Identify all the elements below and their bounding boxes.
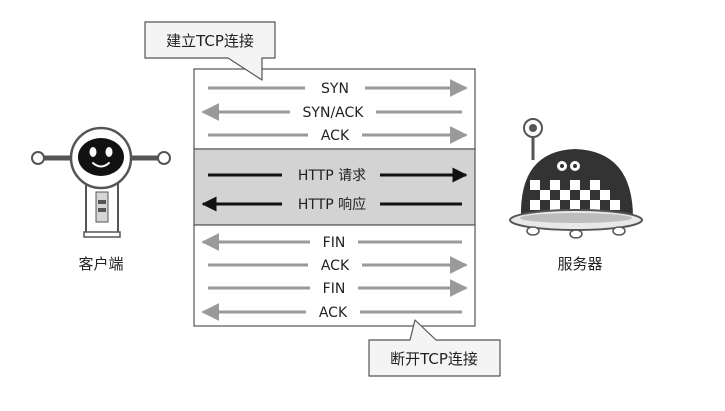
client-label: 客户端: [78, 255, 123, 273]
establish-callout: 建立TCP连接: [144, 21, 276, 81]
arrow-synack: SYN/ACK: [201, 103, 462, 121]
http-section: [193, 148, 476, 226]
arrow-ack-3: ACK: [201, 303, 462, 321]
arrow-ack-1-label: ACK: [321, 128, 350, 144]
close-callout-label: 断开TCP连接: [390, 350, 478, 368]
arrow-fin-1-label: FIN: [323, 235, 346, 251]
arrow-http-response: HTTP 响应: [201, 196, 462, 213]
arrow-ack-2-label: ACK: [321, 258, 350, 274]
arrow-fin-1: FIN: [201, 233, 462, 251]
arrow-http-request: HTTP 请求: [208, 167, 468, 184]
arrow-synack-label: SYN/ACK: [303, 105, 365, 121]
establish-callout-label: 建立TCP连接: [166, 32, 254, 50]
arrow-fin-2: FIN: [208, 279, 468, 297]
arrow-syn-label: SYN: [321, 81, 349, 97]
http-arrows: HTTP 请求 HTTP 响应: [201, 167, 468, 213]
arrow-fin-2-label: FIN: [323, 281, 346, 297]
sequence-box: [193, 68, 476, 327]
server-label: 服务器: [557, 255, 602, 273]
server-robot-icon: [509, 118, 643, 239]
arrow-syn: SYN: [208, 79, 468, 97]
arrow-ack-2: ACK: [208, 256, 468, 274]
teardown-arrows: FIN ACK FIN ACK: [201, 233, 468, 321]
handshake-arrows: SYN SYN/ACK ACK: [201, 79, 468, 144]
arrow-ack-1: ACK: [208, 126, 468, 144]
arrow-http-request-label: HTTP 请求: [298, 168, 366, 184]
close-callout: 断开TCP连接: [368, 319, 501, 377]
arrow-http-response-label: HTTP 响应: [298, 196, 366, 213]
arrow-ack-3-label: ACK: [319, 305, 348, 321]
client-robot-icon: [31, 126, 171, 238]
